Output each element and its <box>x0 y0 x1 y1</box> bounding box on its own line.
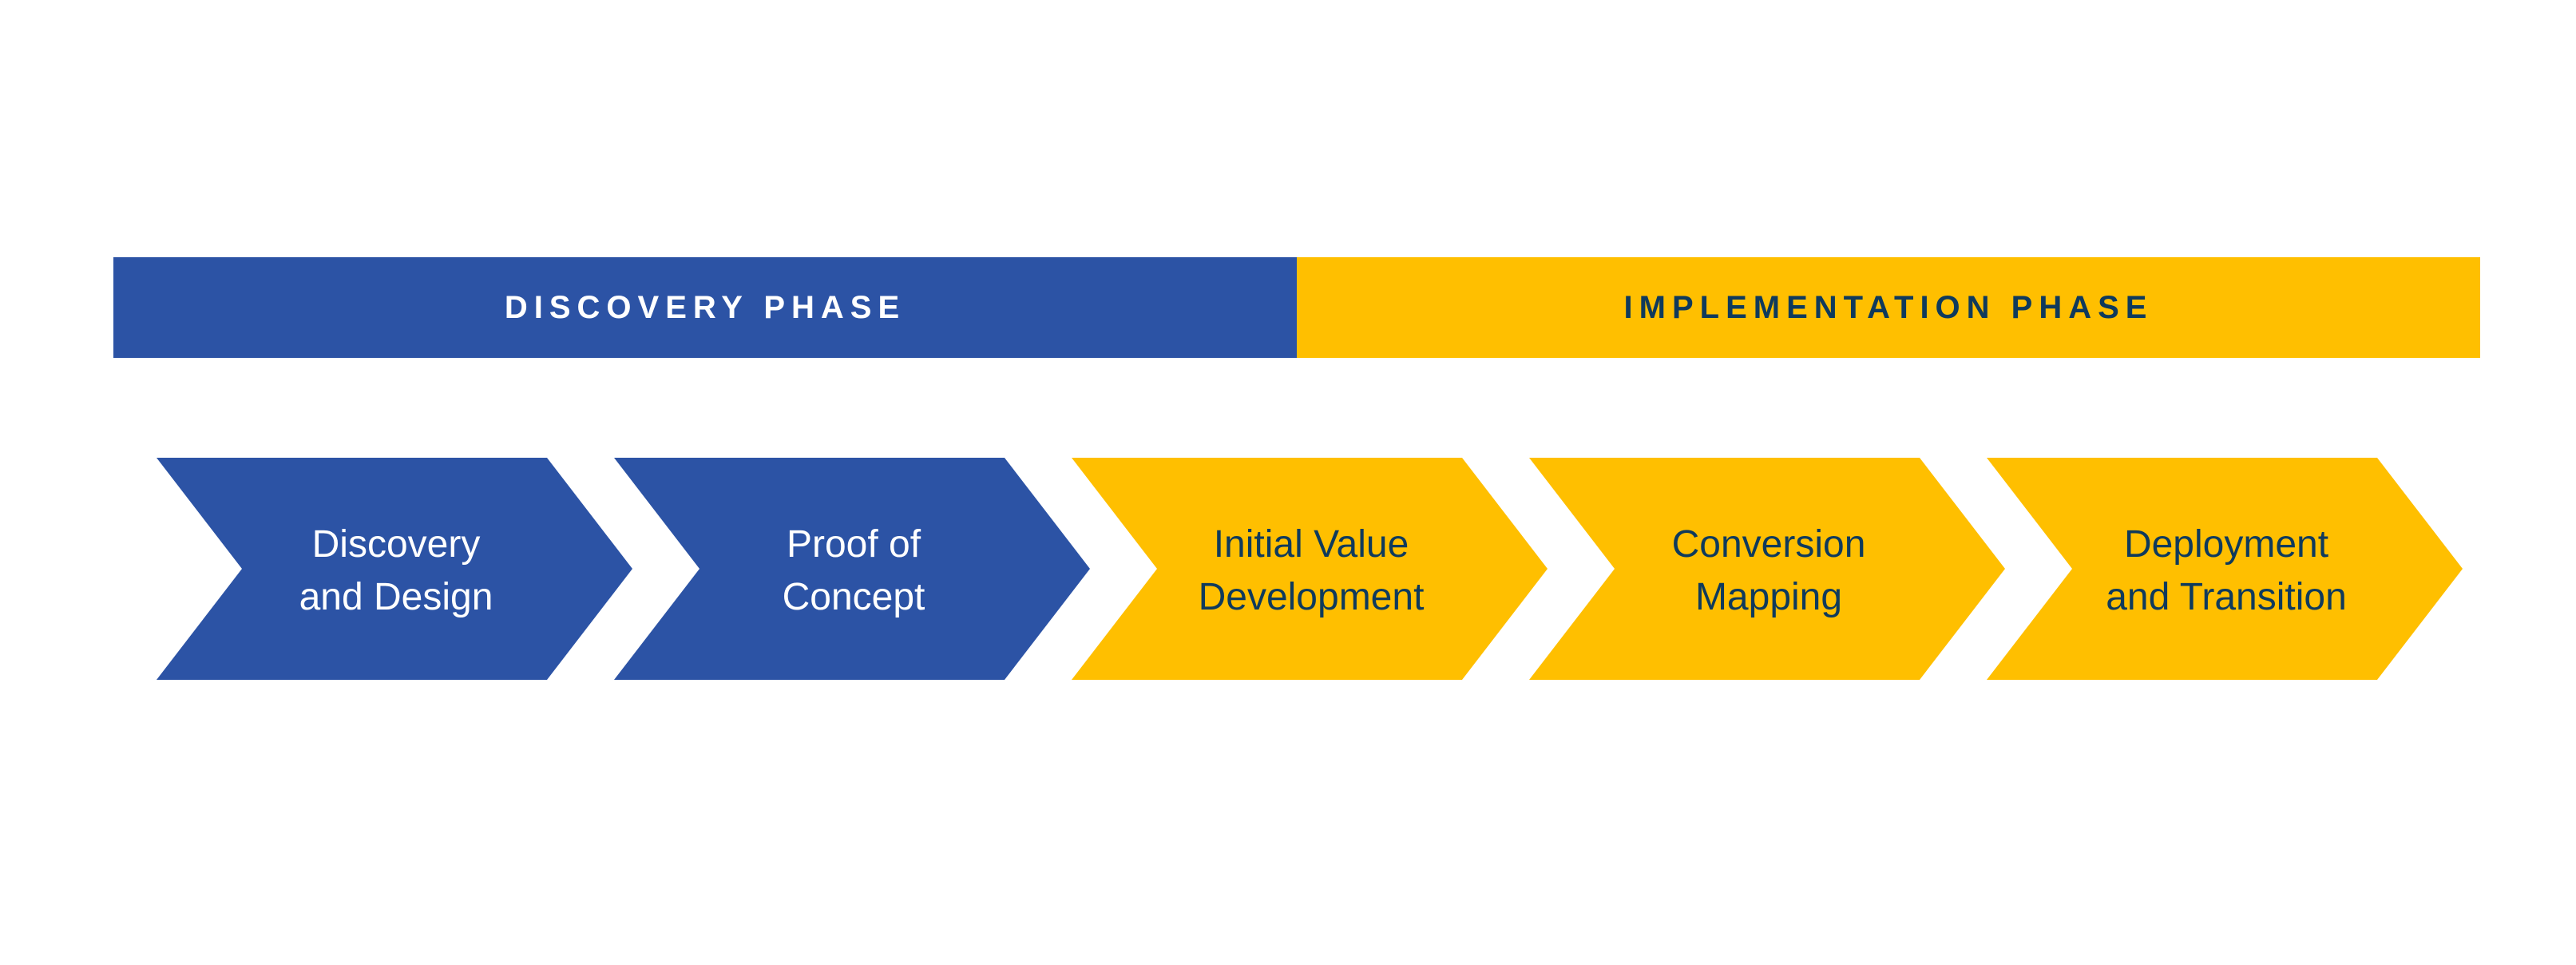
step-chevron-2: Proof of Concept <box>614 458 1090 680</box>
chevron-shape <box>1072 458 1548 680</box>
chevron-shape <box>1987 458 2463 680</box>
step-label-line: Proof of <box>787 523 921 566</box>
step-label-line: and Transition <box>2106 576 2347 618</box>
step-label-line: Conversion <box>1672 523 1866 566</box>
step-label-line: Mapping <box>1695 576 1842 618</box>
step-chevron-5: Deployment and Transition <box>1987 458 2463 680</box>
step-label-line: Concept <box>783 576 925 618</box>
discovery-phase-label: DISCOVERY PHASE <box>504 289 906 325</box>
step-label-line: Discovery <box>312 523 481 566</box>
step-label-line: and Design <box>299 576 493 618</box>
step-chevron-1: Discovery and Design <box>157 458 632 680</box>
chevron-shape <box>1529 458 2005 680</box>
implementation-phase-banner: IMPLEMENTATION PHASE <box>1297 257 2480 358</box>
step-label-line: Deployment <box>2124 523 2328 566</box>
step-label-line: Initial Value <box>1214 523 1409 566</box>
chevron-shape <box>614 458 1090 680</box>
step-label-line: Development <box>1199 576 1425 618</box>
chevron-shape <box>157 458 632 680</box>
implementation-phase-label: IMPLEMENTATION PHASE <box>1623 289 2154 325</box>
discovery-phase-banner: DISCOVERY PHASE <box>113 257 1297 358</box>
